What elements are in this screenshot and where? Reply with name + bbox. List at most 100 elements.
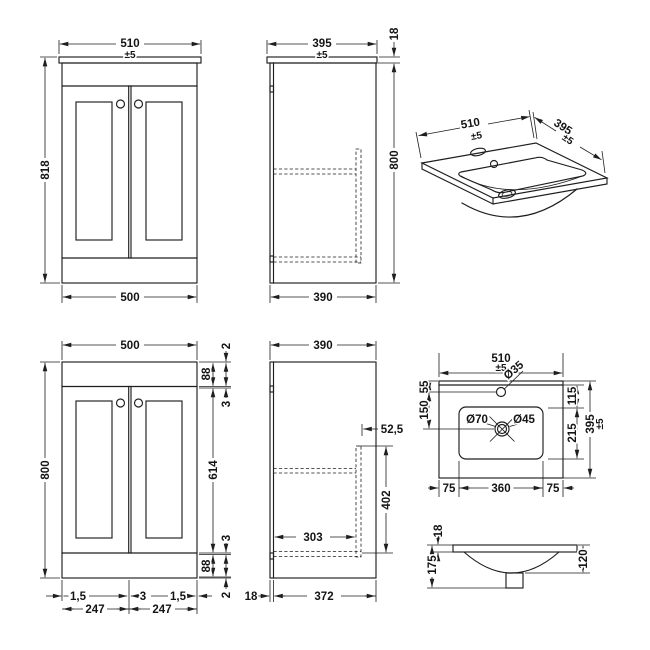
- tap-hole: [495, 386, 507, 398]
- hinge-mark-top: [269, 85, 275, 93]
- dim-shelf-depth: 303: [303, 532, 322, 544]
- dim-plan-depth-tol: ±5: [595, 418, 606, 429]
- dim-plan-depth: 395: [585, 414, 597, 434]
- dim-depth-top: 395: [312, 38, 332, 50]
- dim-side-height: 800: [389, 150, 401, 169]
- dim-3d-width: 510: [460, 116, 481, 131]
- dim-gap-centre: 3: [140, 591, 146, 603]
- left-door-panel-detail: [75, 400, 113, 539]
- carcass-front: [61, 361, 198, 579]
- label-overflow-dia: Ø70: [466, 414, 488, 426]
- dim-base-width: 500: [120, 292, 139, 304]
- dim-margin-left: 75: [443, 483, 456, 495]
- dim-back-rail-length: 402: [381, 490, 393, 509]
- dim-chain-614: 614: [208, 460, 220, 480]
- dim-tap-from-back: 55: [419, 380, 431, 393]
- door-divider-detail: [128, 385, 132, 554]
- view-basin-plan: 510 ±5 Ø35 Ø70 Ø45 55 150 115 215 395 ±5…: [417, 351, 608, 497]
- waste-cross-mark: [489, 416, 515, 442]
- dim-plan-width-tol: ±5: [495, 363, 506, 374]
- dim-door-thickness: 18: [245, 591, 258, 603]
- door-divider: [128, 85, 132, 259]
- right-door-knob: [133, 99, 144, 109]
- hidden-shelf-lines: [273, 168, 361, 263]
- dim-chain-2-top: 2: [221, 343, 233, 349]
- dim-gap-right: 1,5: [170, 591, 187, 603]
- dim-door-width-right: 247: [152, 604, 171, 616]
- view-basin-3d: 510 ±5 395 ±5: [415, 109, 609, 218]
- dim-plan-width: 510: [491, 353, 510, 365]
- bowl-underside: [461, 188, 578, 218]
- view-basin-front: 18 175 120: [425, 522, 592, 589]
- waste-circle: [496, 423, 508, 435]
- dim-chain-3-top: 3: [221, 401, 233, 407]
- hidden-back-rail: [355, 148, 362, 264]
- dim-chain-88-top: 88: [201, 367, 213, 380]
- bowl-curve-front: [463, 551, 560, 574]
- dim-width-top: 510: [120, 38, 139, 50]
- basin-rim-front: [452, 544, 578, 553]
- basin-plan-outline: [438, 380, 564, 479]
- waste-hole-inner-3d: [501, 191, 513, 197]
- dim-3d-width-tol: ±5: [470, 130, 483, 143]
- view-basin-front-dimensions: 18 175 120: [425, 522, 592, 589]
- bowl-inner-curve: [460, 174, 586, 191]
- dim-gap-left: 1,5: [70, 591, 87, 603]
- dim-detail-width: 500: [120, 340, 139, 352]
- dim-base-depth: 390: [313, 292, 332, 304]
- basin-rim-thickness: [421, 162, 608, 205]
- hidden-back-rail-detail: [355, 445, 362, 558]
- dim-tap-to-waste: 150: [419, 400, 431, 419]
- label-waste-dia: Ø45: [513, 414, 535, 426]
- view-front-detail: 500 800 2 88 3 614 3 88 2 1,5: [38, 338, 234, 617]
- dim-total-height: 818: [40, 160, 52, 180]
- basin-bowl-opening: [458, 406, 544, 460]
- view-front-with-worktop: 510 ±5 818 500: [38, 36, 202, 306]
- view-side-detail-dimensions: 390 52,5 402 303 18 372: [243, 338, 405, 604]
- dim-bowl-depth-front: 120: [578, 549, 590, 568]
- waste-hole-3d: [498, 189, 516, 199]
- dim-bowl-depth-plan: 215: [567, 423, 579, 443]
- dim-detail-depth: 390: [313, 340, 332, 352]
- view-front-detail-dimensions: 500 800 2 88 3 614 3 88 2 1,5: [38, 338, 234, 617]
- dim-rim-thickness: 18: [433, 524, 445, 537]
- right-door-panel: [145, 101, 183, 241]
- view-side-with-worktop: 395 ±5 18 800 390: [266, 25, 403, 306]
- overflow-hole-3d: [489, 159, 499, 169]
- hinge-mark-bottom-detail: [269, 552, 275, 560]
- view-side-worktop-dimensions: 395 ±5 18 800 390: [266, 25, 403, 306]
- view-basin-plan-dimensions: 510 ±5 Ø35 Ø70 Ø45 55 150 115 215 395 ±5…: [417, 351, 608, 497]
- dim-chain-3-bottom: 3: [221, 535, 233, 541]
- right-knob-detail: [133, 398, 144, 408]
- tap-hole-3d: [470, 147, 486, 157]
- dim-depth-tolerance: ±5: [316, 50, 327, 61]
- view-side-detail: 390 52,5 402 303 18 372: [243, 338, 405, 604]
- dim-chain-2-bottom: 2: [221, 592, 233, 598]
- basin-opening: [458, 156, 587, 194]
- dim-carcass-depth: 372: [314, 591, 333, 603]
- dim-worktop-thickness: 18: [389, 27, 401, 40]
- left-knob-detail: [115, 398, 126, 408]
- dim-width-tolerance: ±5: [124, 50, 135, 61]
- cabinet-side-body: [269, 62, 377, 284]
- hinge-mark-top-detail: [269, 385, 275, 393]
- dim-basin-total-height: 175: [427, 555, 439, 575]
- dim-back-rail-offset: 52,5: [381, 424, 404, 436]
- dim-rim-to-bowl: 115: [567, 386, 579, 405]
- rails-detail: [61, 385, 198, 554]
- overflow-circle: [494, 421, 510, 437]
- hinge-mark-bottom: [269, 255, 275, 263]
- waste-outlet: [505, 572, 524, 589]
- rails: [61, 85, 198, 259]
- dim-margin-right: 75: [547, 483, 560, 495]
- dim-detail-height: 800: [40, 460, 52, 479]
- left-door-panel: [75, 101, 113, 241]
- left-door-knob: [115, 99, 126, 109]
- dim-chain-88-bottom: 88: [201, 559, 213, 572]
- cabinet-body: [61, 62, 198, 284]
- view-front-worktop-dimensions: 510 ±5 818 500: [38, 36, 202, 306]
- dim-3d-depth-tol: ±5: [560, 132, 576, 147]
- carcass-side: [269, 361, 377, 579]
